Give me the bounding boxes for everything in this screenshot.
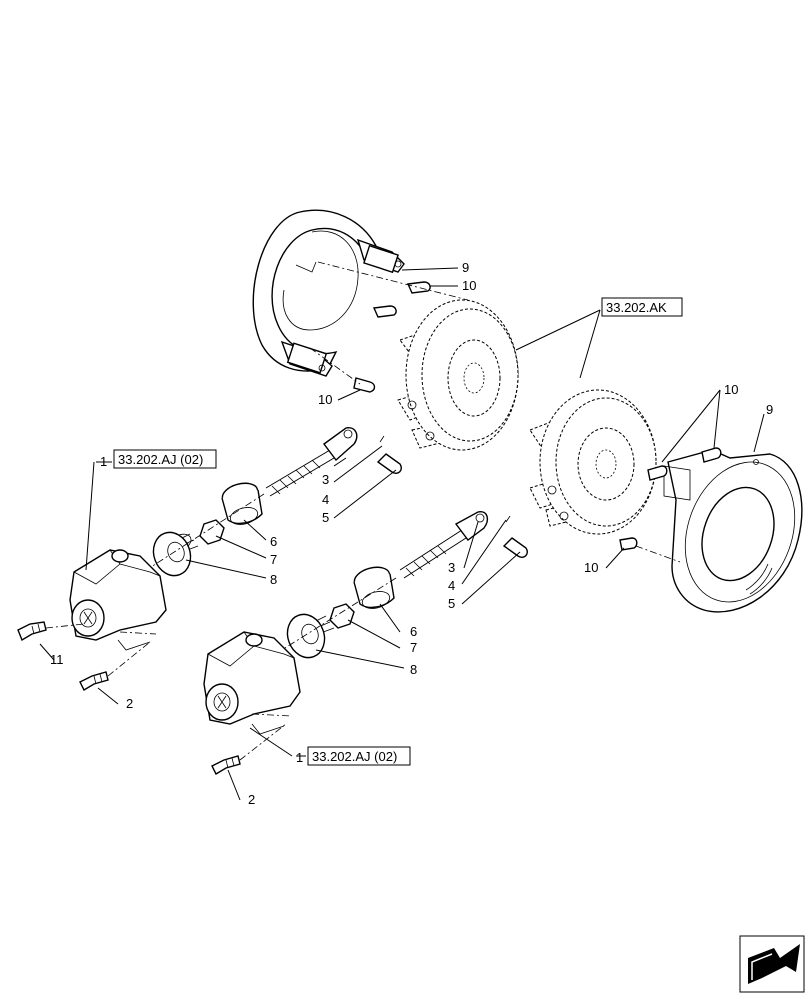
callout-4-upper: 4 [322, 492, 329, 507]
callout-1-upper: 1 [100, 454, 107, 469]
brake-shield-right [663, 449, 803, 613]
screw-2b [211, 755, 241, 775]
nut-7a [199, 519, 225, 545]
callout-8-upper: 8 [270, 572, 277, 587]
pin-10b [372, 305, 397, 318]
callout-7-upper: 7 [270, 552, 277, 567]
nut-7b [329, 603, 355, 629]
callout-10-left-bottom: 10 [318, 392, 332, 407]
bushing-6b [353, 566, 395, 609]
callout-4-lower: 4 [448, 578, 455, 593]
callout-3-lower: 3 [448, 560, 455, 575]
callout-10-right-top: 10 [724, 382, 738, 397]
pin-10d [647, 465, 668, 481]
pin-10f [619, 537, 638, 551]
bushing-6a [221, 482, 263, 525]
washer-8a [152, 531, 192, 577]
brake-disc-assembly-left [397, 299, 519, 451]
callout-3-upper: 3 [322, 472, 329, 487]
callout-8-lower: 8 [410, 662, 417, 677]
callout-9-right: 9 [766, 402, 773, 417]
valve-housing-lower [203, 631, 301, 735]
callout-10-left-top: 10 [462, 278, 476, 293]
callout-10-right-bottom: 10 [584, 560, 598, 575]
callout-6-upper: 6 [270, 534, 277, 549]
ref-label-aj-upper: 33.202.AJ (02) [118, 452, 203, 467]
callout-6-lower: 6 [410, 624, 417, 639]
valve-housing-upper [69, 549, 167, 651]
callout-5-upper: 5 [322, 510, 329, 525]
callout-numbers: 1 11 2 3 4 5 6 7 8 3 4 5 6 7 8 1 2 9 10 … [50, 260, 773, 807]
callout-2-upper: 2 [126, 696, 133, 711]
pin-10c [353, 377, 376, 393]
screw-11 [17, 621, 47, 642]
brake-shield-left [252, 209, 405, 377]
screw-2a [79, 671, 109, 691]
leader-lines [39, 267, 765, 801]
ref-box-aj-lower[interactable]: 33.202.AJ (02) [307, 746, 411, 766]
pin-10e [701, 447, 722, 463]
ref-box-ak[interactable]: 33.202.AK [601, 297, 683, 317]
callout-9-left: 9 [462, 260, 469, 275]
ref-label-ak: 33.202.AK [606, 300, 667, 315]
arrow-next-page-icon[interactable] [739, 935, 805, 993]
ref-box-aj-upper[interactable]: 33.202.AJ (02) [113, 449, 217, 469]
callout-11: 11 [50, 652, 64, 667]
callout-5-lower: 5 [448, 596, 455, 611]
callout-7-lower: 7 [410, 640, 417, 655]
callout-2-lower: 2 [248, 792, 255, 807]
brake-disc-assembly-right [529, 389, 657, 535]
ref-label-aj-lower: 33.202.AJ (02) [312, 749, 397, 764]
callout-1-lower: 1 [296, 750, 303, 765]
rod-assembly-lower [399, 511, 528, 579]
washer-8b [286, 613, 326, 659]
pin-10a [406, 281, 431, 294]
rod-assembly-upper [265, 427, 402, 497]
